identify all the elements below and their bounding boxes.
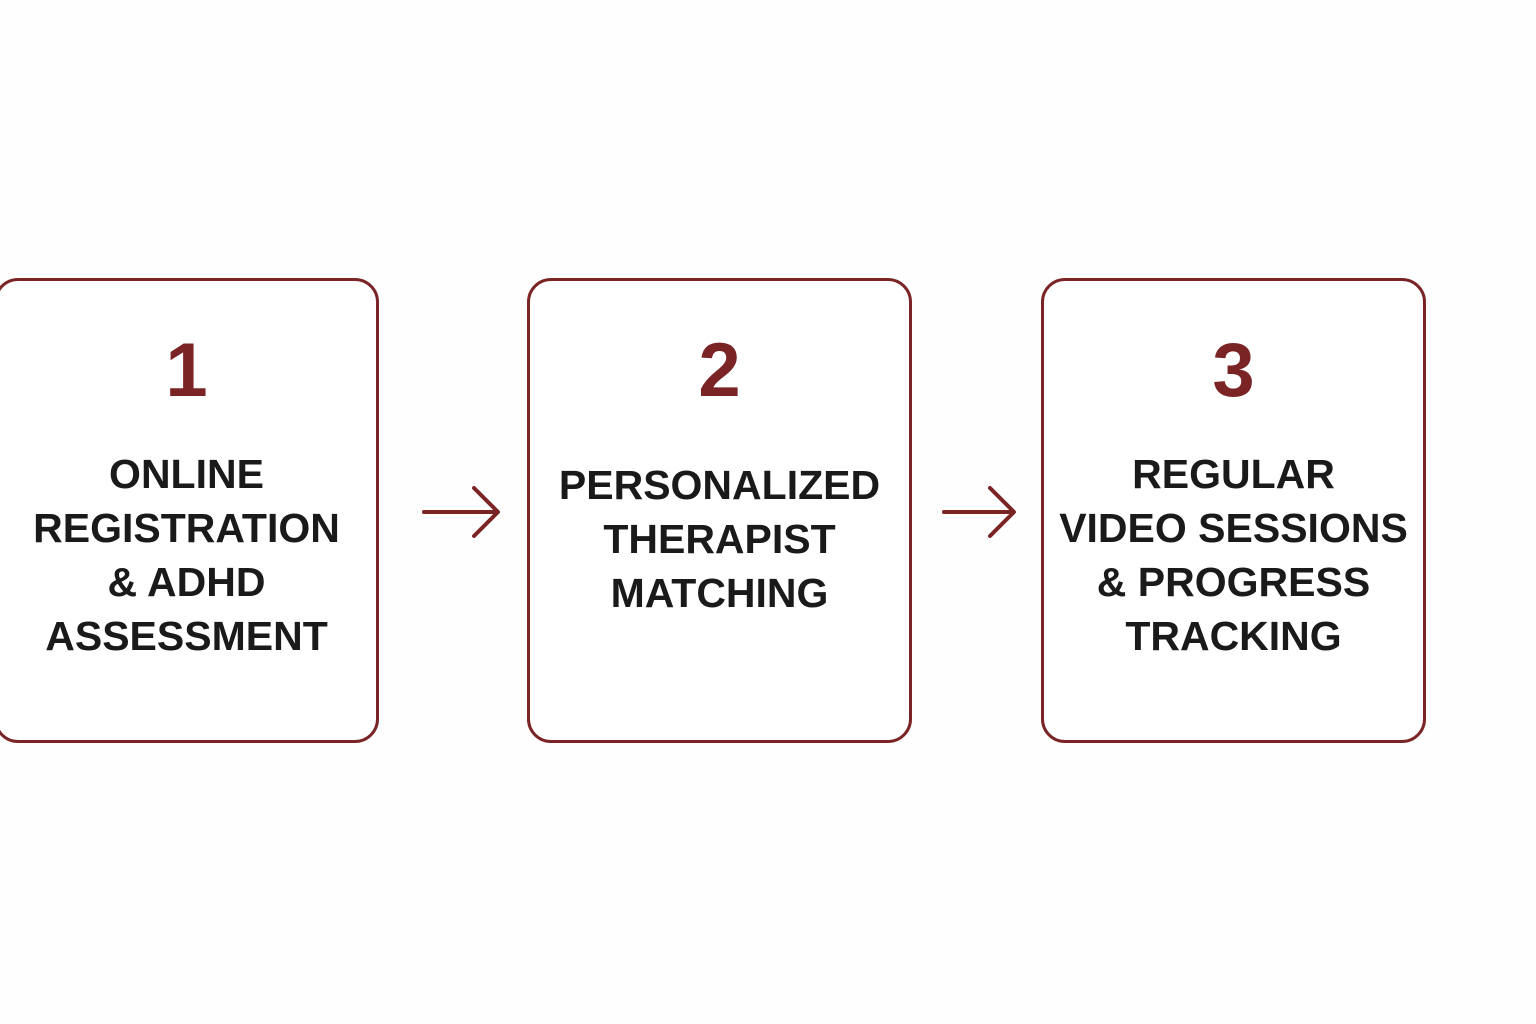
step-number: 1	[165, 328, 208, 413]
arrow-right-icon	[942, 486, 1016, 538]
step-label: REGULAR VIDEO SESSIONS & PROGRESS TRACKI…	[1059, 451, 1408, 659]
step-label: PERSONALIZED THERAPIST MATCHING	[558, 462, 881, 616]
step-box-1: 1 ONLINE REGISTRATION & ADHD ASSESSMENT	[0, 278, 379, 743]
step-label: ONLINE REGISTRATION & ADHD ASSESSMENT	[33, 451, 340, 659]
step-box-3: 3 REGULAR VIDEO SESSIONS & PROGRESS TRAC…	[1041, 278, 1426, 743]
step-number: 3	[1212, 328, 1255, 413]
arrow-right-icon	[422, 486, 500, 538]
step-number: 2	[698, 328, 741, 413]
step-box-2: 2 PERSONALIZED THERAPIST MATCHING	[527, 278, 912, 743]
